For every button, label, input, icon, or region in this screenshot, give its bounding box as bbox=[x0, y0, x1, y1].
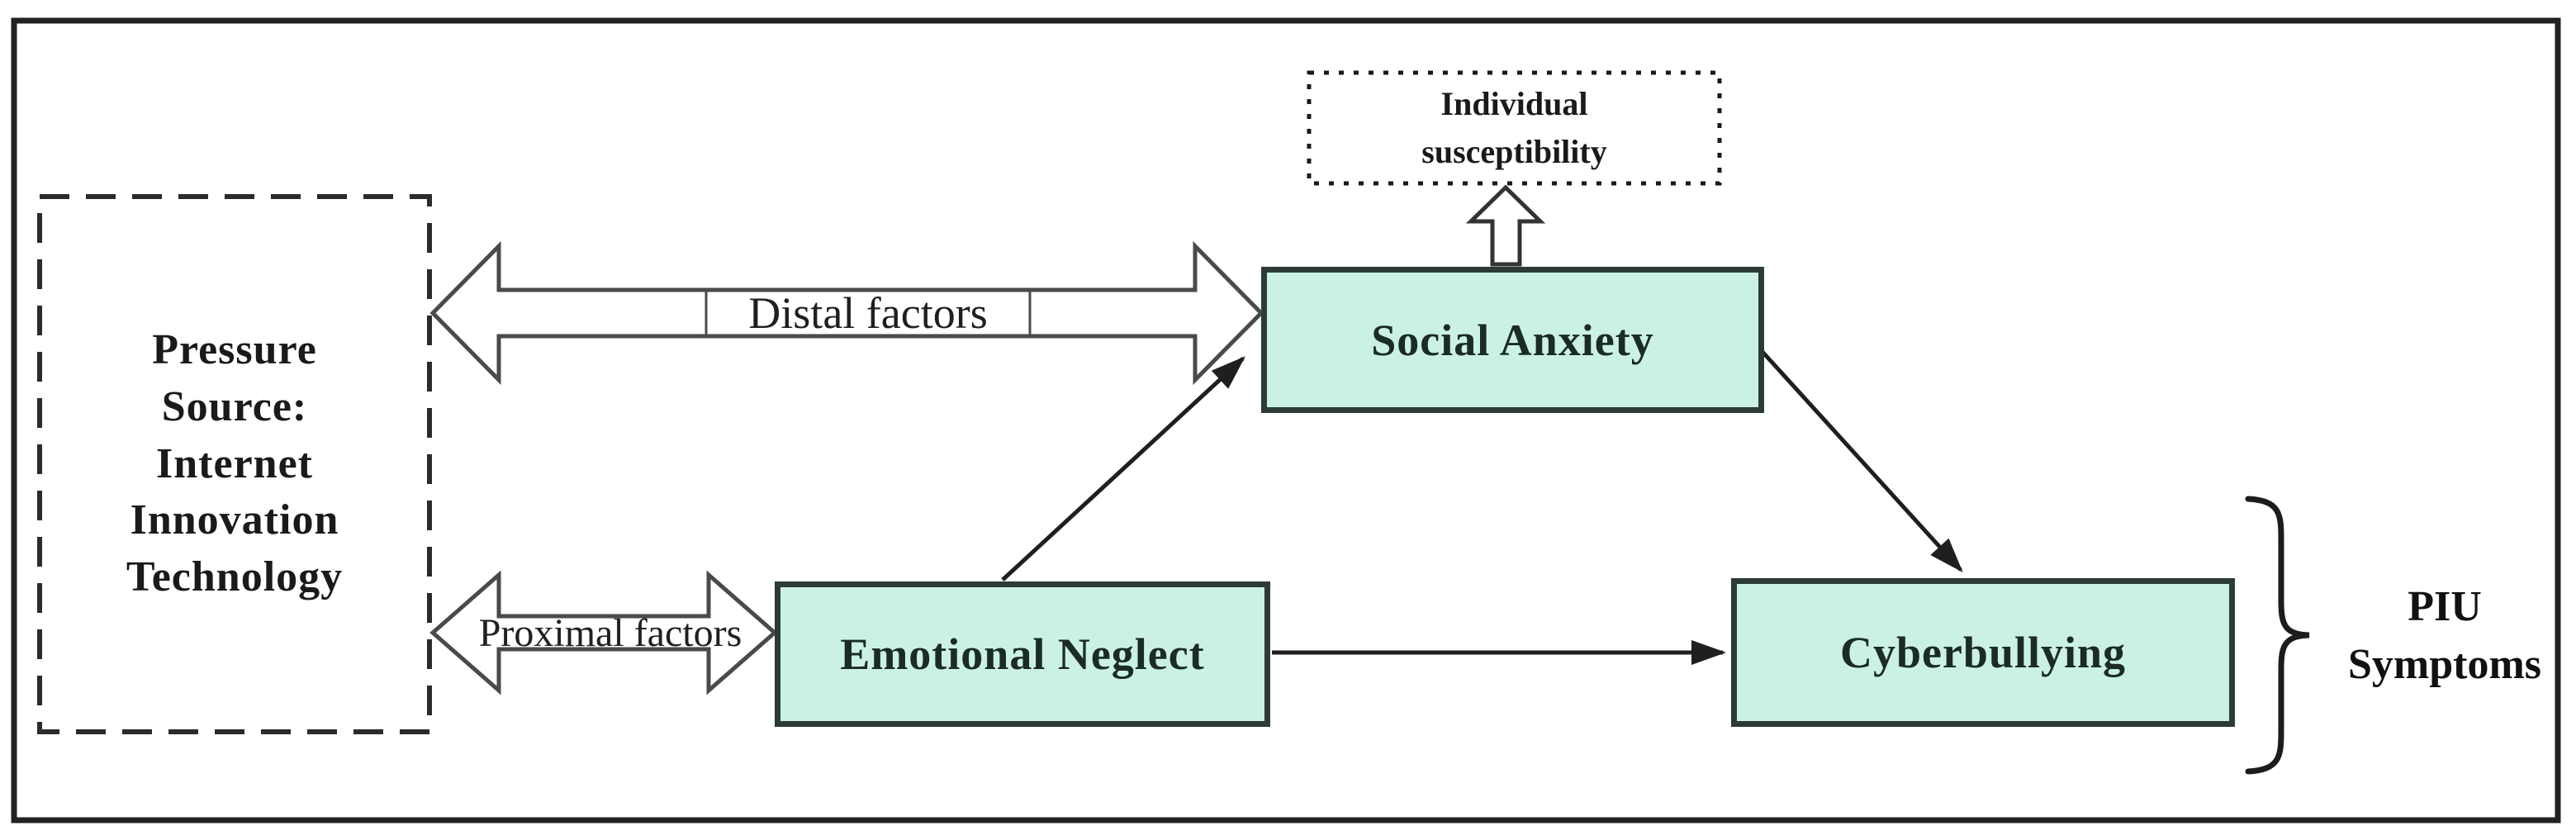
susceptibility-up-arrow bbox=[1465, 184, 1546, 267]
distal-factors-label: Distal factors bbox=[748, 288, 988, 338]
figure-frame bbox=[11, 17, 2561, 823]
proximal-factors-label: Proximal factors bbox=[478, 610, 742, 655]
pressure-source-line: Pressure bbox=[152, 326, 317, 374]
piu-symptoms-line: PIU bbox=[2408, 582, 2482, 630]
distal-factors-label-frame bbox=[704, 288, 1032, 338]
individual-susceptibility-line: Individual bbox=[1440, 85, 1588, 122]
emotional-neglect-node: Emotional Neglect bbox=[775, 581, 1270, 727]
neglect-to-anxiety-arrow bbox=[1001, 356, 1245, 581]
piu-symptoms-brace bbox=[2245, 496, 2310, 775]
anxiety-to-cyberbullying-arrow bbox=[1761, 350, 1963, 572]
individual-susceptibility-node: Individual susceptibility bbox=[1309, 73, 1720, 183]
pressure-source-line: Source: bbox=[161, 383, 308, 431]
pressure-source-box-border bbox=[37, 194, 432, 734]
individual-susceptibility-box-border bbox=[1307, 70, 1722, 186]
pressure-source-line: Technology bbox=[126, 553, 344, 600]
social-anxiety-node: Social Anxiety bbox=[1261, 267, 1764, 413]
piu-symptoms-label: PIU Symptoms bbox=[2321, 545, 2569, 727]
pressure-source-line: Internet bbox=[156, 439, 313, 487]
individual-susceptibility-line: susceptibility bbox=[1421, 133, 1607, 170]
cyberbullying-node: Cyberbullying bbox=[1731, 578, 2235, 727]
piu-symptoms-line: Symptoms bbox=[2347, 641, 2542, 688]
pressure-source-line: Innovation bbox=[130, 496, 339, 544]
pressure-source-node: Pressure Source: Internet Innovation Tec… bbox=[40, 197, 429, 732]
